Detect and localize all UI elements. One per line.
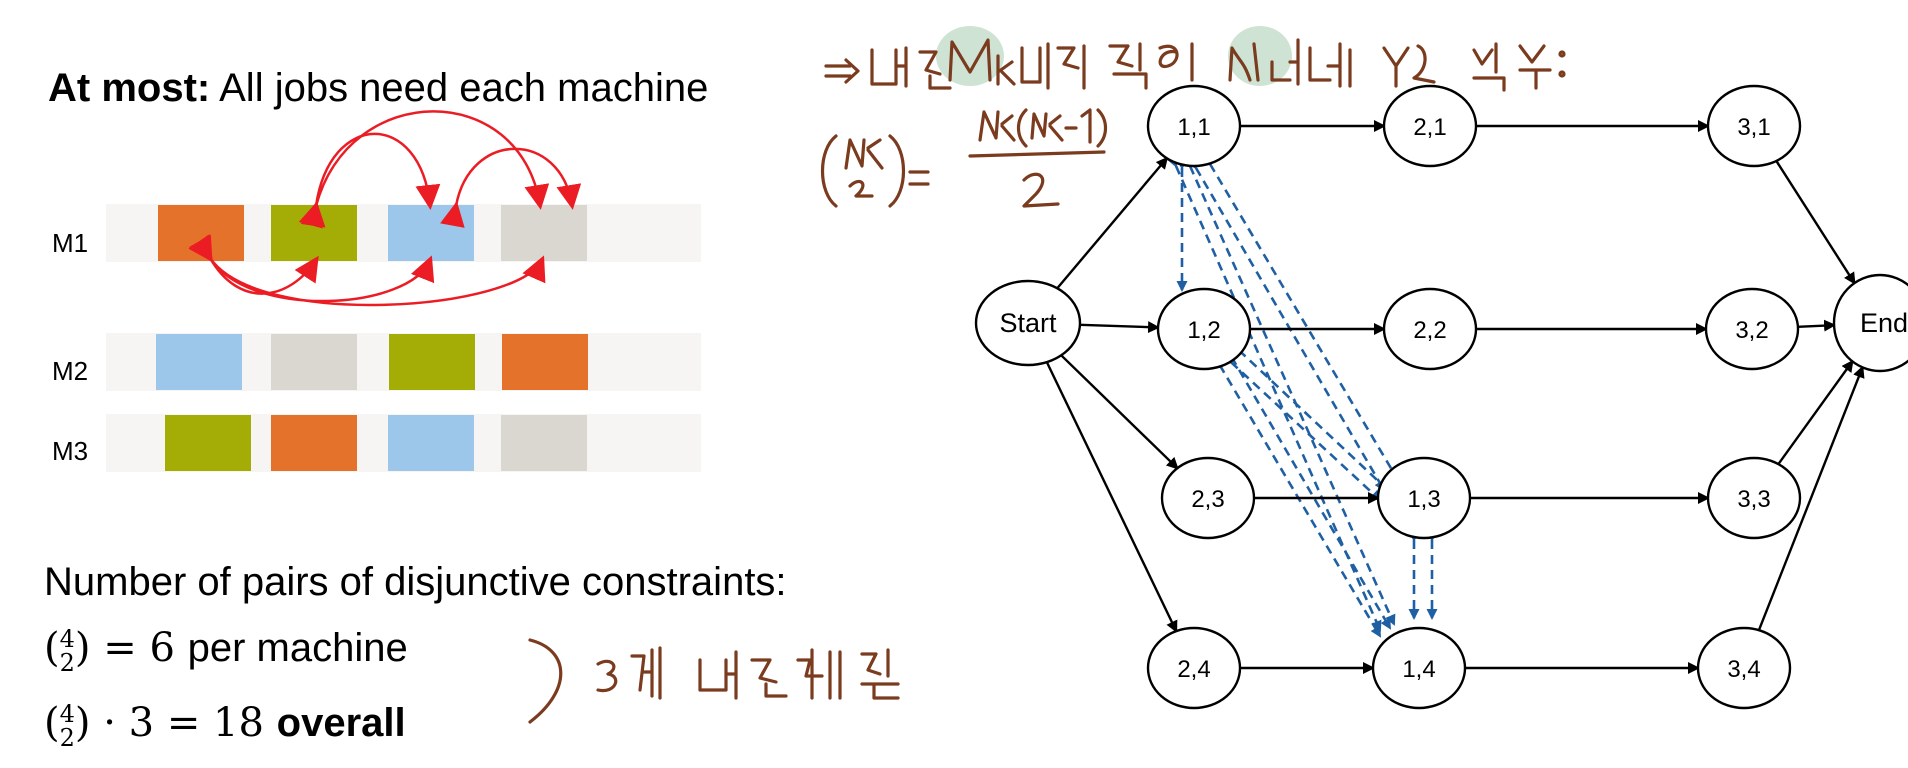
node-label: 3,3 [1737, 486, 1770, 513]
node-n11: 1,1 [1146, 84, 1242, 168]
red-arrow [300, 132, 441, 228]
edge-n32-end [1797, 319, 1837, 332]
node-ellipse [1146, 626, 1242, 710]
node-label: 3,1 [1737, 114, 1770, 141]
node-ellipse [1156, 287, 1252, 371]
node-label: 1,1 [1177, 114, 1210, 141]
machine-label-m3: M3 [52, 436, 89, 466]
edge-start-n24 [1045, 361, 1178, 633]
node-n22: 2,2 [1382, 287, 1478, 371]
job-block-gray [271, 334, 357, 390]
node-n32: 3,2 [1704, 287, 1800, 371]
node-label: 2,1 [1413, 114, 1446, 141]
job-block-gray [501, 415, 587, 471]
highlight-mark [1228, 26, 1292, 86]
node-n33: 3,3 [1706, 456, 1802, 540]
node-n31: 3,1 [1706, 84, 1802, 168]
node-n13: 1,3 [1376, 456, 1472, 540]
red-arrow [440, 147, 582, 228]
m1-disjunctive-arrows [188, 110, 582, 307]
node-label: 3,4 [1727, 656, 1760, 683]
node-n34: 3,4 [1696, 626, 1792, 710]
heading: At most: All jobs need each machine [48, 66, 708, 111]
node-label: 2,3 [1191, 486, 1224, 513]
machine-label-m2: M2 [52, 356, 89, 386]
job-block-orange [271, 415, 357, 471]
node-label: 1,2 [1187, 317, 1220, 344]
handwriting-top-note [824, 38, 1566, 92]
node-label: 2,2 [1413, 317, 1446, 344]
machine1-disjunctive-arcs [1167, 153, 1438, 638]
node-label: 1,4 [1402, 656, 1435, 683]
red-arrow [188, 234, 546, 307]
red-arrow [298, 110, 550, 229]
edge-n33-end [1777, 359, 1854, 465]
edge-start-n12 [1079, 321, 1161, 334]
job-block-orange [502, 334, 588, 390]
handwriting-side-note [528, 638, 900, 724]
node-end: End [1832, 273, 1908, 373]
node-label: 1,3 [1407, 486, 1440, 513]
machine-label-m1: M1 [52, 228, 89, 258]
node-ellipse [1376, 456, 1472, 540]
node-ellipse [1146, 84, 1242, 168]
job-block-green [165, 415, 251, 471]
dashed-arc [1181, 155, 1396, 626]
node-n24: 2,4 [1146, 626, 1242, 710]
node-start: Start [974, 279, 1082, 367]
heading-text: All jobs need each machine [219, 66, 709, 110]
node-ellipse [1706, 456, 1802, 540]
job-block-green [389, 334, 475, 390]
job-block-blue [388, 415, 474, 471]
node-ellipse [974, 279, 1082, 367]
node-n23: 2,3 [1160, 456, 1256, 540]
node-ellipse [1160, 456, 1256, 540]
node-ellipse [1382, 287, 1478, 371]
edge-start-n11 [1056, 156, 1169, 290]
edge-start-n23 [1060, 354, 1179, 470]
edge-n34-end [1757, 365, 1865, 631]
node-n21: 2,1 [1382, 84, 1478, 168]
node-label: 2,4 [1177, 656, 1210, 683]
node-n14: 1,4 [1371, 626, 1467, 710]
dashed-arc [1214, 333, 1392, 630]
heading-bold: At most: [48, 66, 211, 110]
node-ellipse [1706, 84, 1802, 168]
node-n12: 1,2 [1156, 287, 1252, 371]
node-ellipse [1371, 626, 1467, 710]
pairs-title: Number of pairs of disjunctive constrain… [44, 560, 787, 604]
node-ellipse [1382, 84, 1478, 168]
node-ellipse [1832, 273, 1908, 373]
job-block-blue [156, 334, 242, 390]
node-ellipse [1704, 287, 1800, 371]
handwriting-binomial-note [820, 108, 1108, 208]
edge-n31-end [1775, 160, 1856, 285]
node-label: Start [999, 308, 1057, 338]
node-label: End [1860, 308, 1908, 338]
node-ellipse [1696, 626, 1792, 710]
node-label: 3,2 [1735, 317, 1768, 344]
